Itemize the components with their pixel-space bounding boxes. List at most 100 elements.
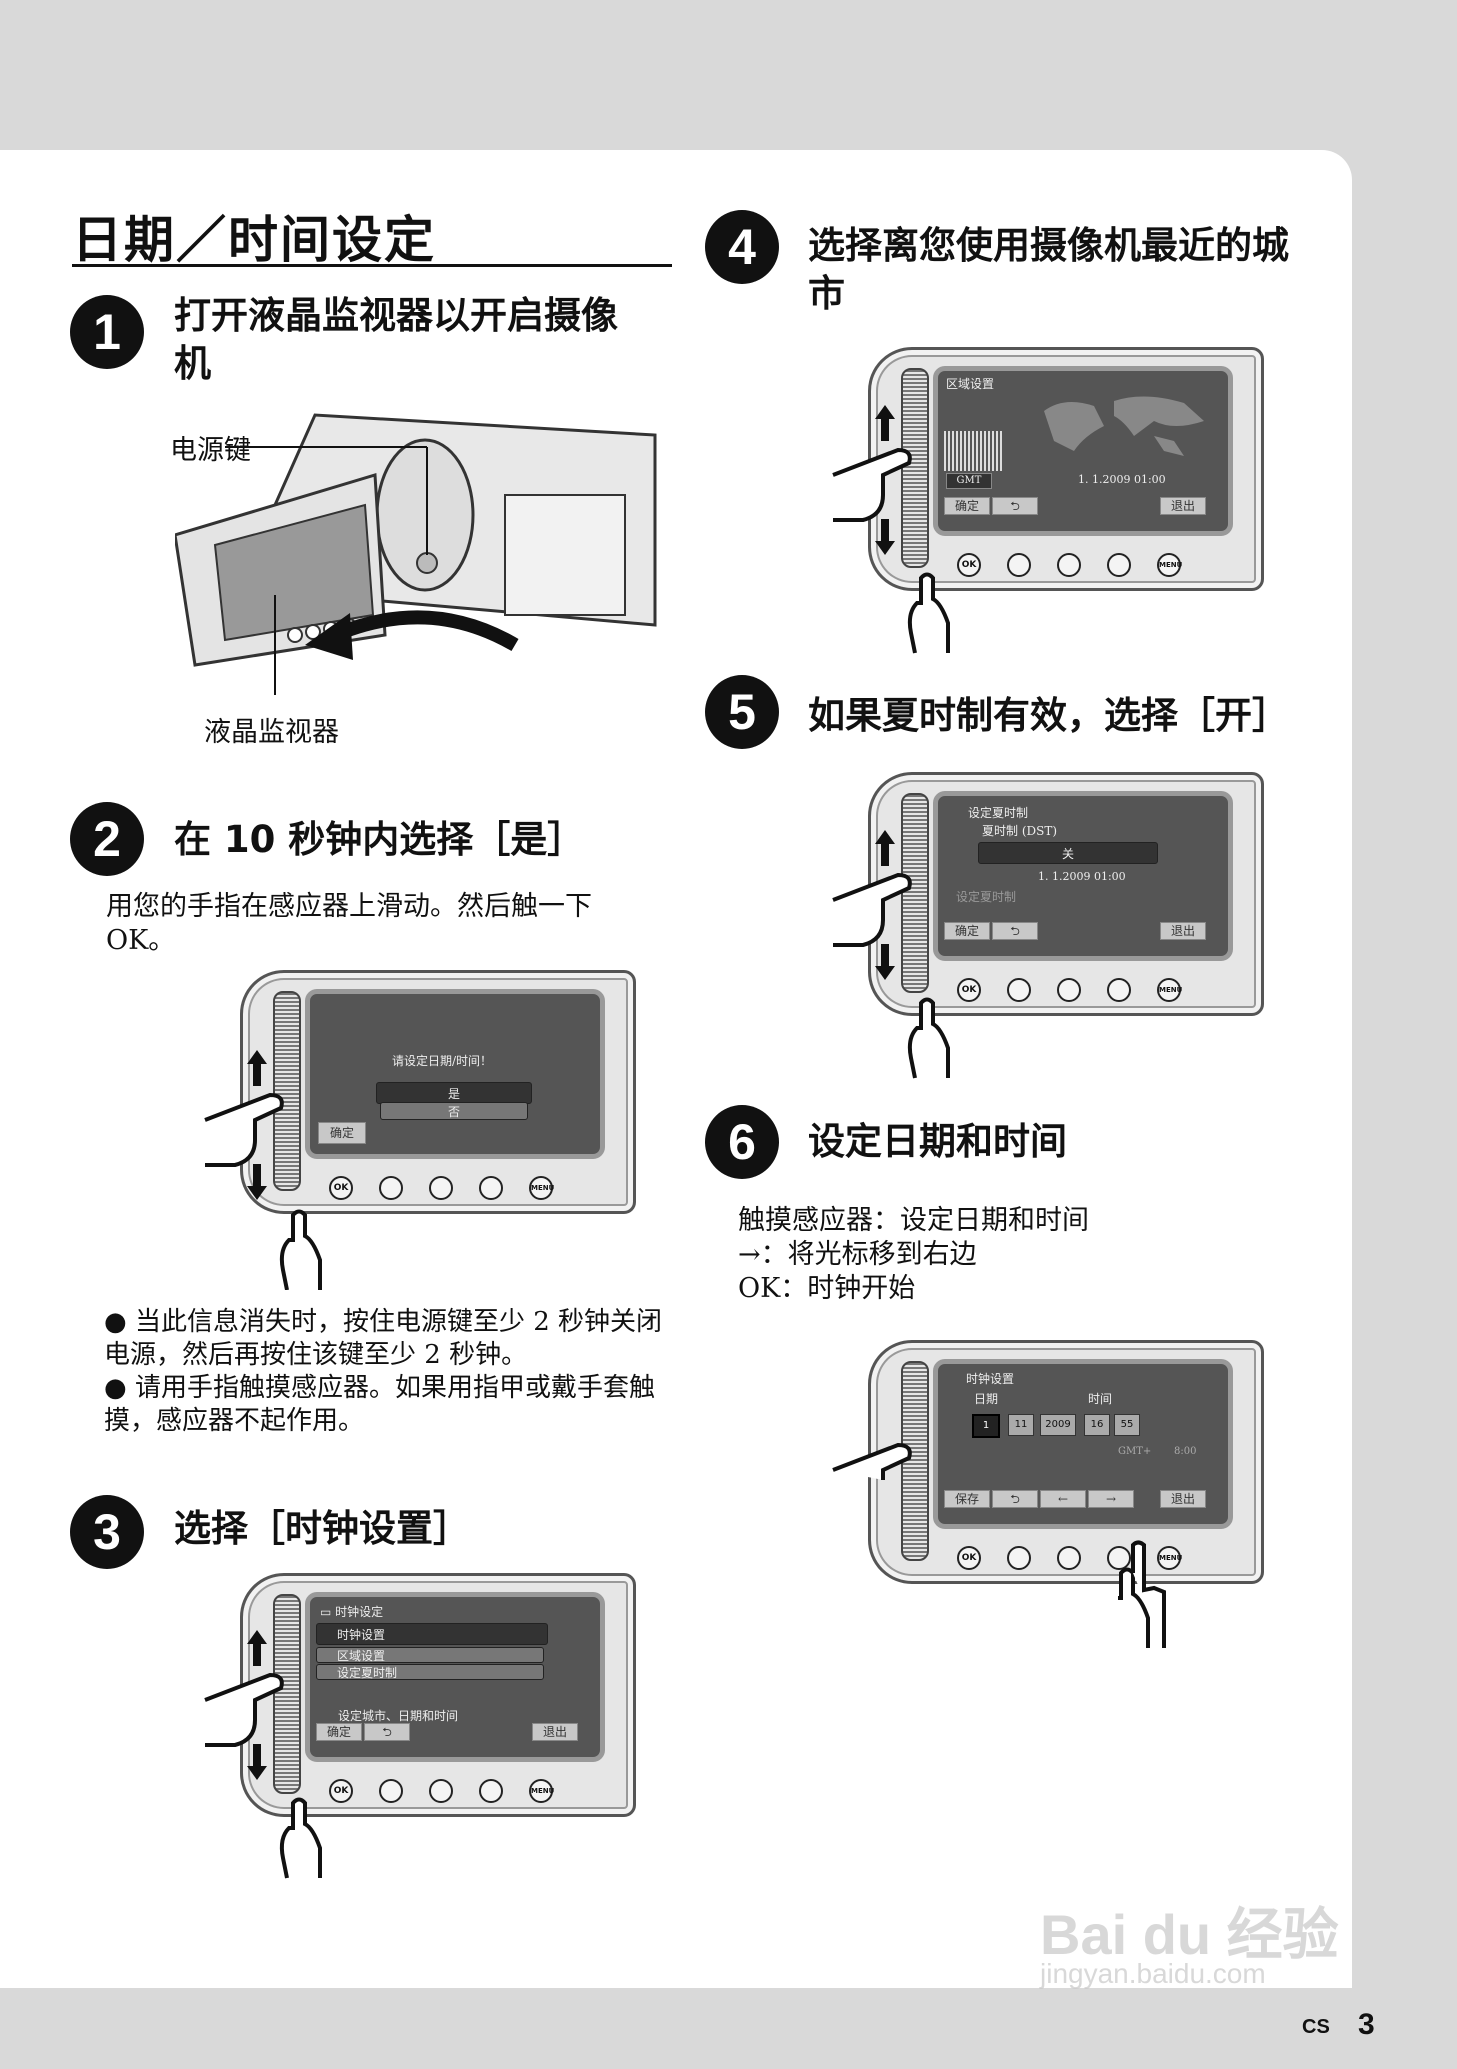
round-button-2[interactable] bbox=[1057, 1546, 1081, 1570]
step-6-line-3: OK：时钟开始 bbox=[738, 1273, 916, 1304]
menu-item-area[interactable]: 区域设置 bbox=[316, 1647, 544, 1663]
round-button-2[interactable] bbox=[1057, 553, 1081, 577]
hour-field[interactable]: 16 bbox=[1084, 1414, 1110, 1436]
confirm-button[interactable]: 确定 bbox=[316, 1723, 362, 1741]
step-1-number: 1 bbox=[70, 295, 144, 369]
year-field[interactable]: 2009 bbox=[1040, 1414, 1076, 1436]
back-icon[interactable]: ⮌ bbox=[992, 1490, 1038, 1508]
watermark-logo: Bai du 经验 bbox=[1040, 1903, 1339, 1966]
round-button-2[interactable] bbox=[429, 1176, 453, 1200]
arrow-left-icon[interactable]: ← bbox=[1040, 1490, 1086, 1508]
gmt-label: GMT bbox=[946, 473, 992, 489]
title-rule bbox=[72, 264, 672, 267]
step-1-title: 打开液晶监视器以开启摄像机 bbox=[174, 294, 618, 385]
no-option[interactable]: 否 bbox=[380, 1102, 528, 1120]
device-panel-3: ▭ 时钟设定 时钟设置 区域设置 设定夏时制 设定城市、日期和时间 确定 ⮌ 退… bbox=[240, 1573, 636, 1817]
step-2-number: 2 bbox=[70, 802, 144, 876]
step-6-line-1: 触摸感应器：设定日期和时间 bbox=[738, 1205, 1089, 1236]
page-title: 日期／时间设定 bbox=[72, 211, 436, 269]
round-button-3[interactable] bbox=[479, 1176, 503, 1200]
menu-button[interactable]: MENU bbox=[529, 1779, 554, 1803]
confirm-button[interactable]: 确定 bbox=[944, 922, 990, 940]
lcd-screen-3: ▭ 时钟设定 时钟设置 区域设置 设定夏时制 设定城市、日期和时间 确定 ⮌ 退… bbox=[305, 1592, 605, 1762]
back-icon[interactable]: ⮌ bbox=[992, 497, 1038, 515]
round-button-3[interactable] bbox=[1107, 553, 1131, 577]
round-button-1[interactable] bbox=[1007, 1546, 1031, 1570]
touch-sensor[interactable] bbox=[901, 793, 929, 993]
step-6-title: 设定日期和时间 bbox=[808, 1120, 1067, 1163]
device-panel-2: 请设定日期/时间！ 是 否 确定 OK MENU bbox=[240, 970, 636, 1214]
lcd-screen-5: 设定夏时制 夏时制 (DST) 关 1. 1.2009 01:00 设定夏时制 … bbox=[933, 791, 1233, 961]
step-6-line-2: →：将光标移到右边 bbox=[738, 1239, 977, 1270]
back-icon[interactable]: ⮌ bbox=[992, 922, 1038, 940]
world-map-icon bbox=[1044, 396, 1204, 456]
page-number: 3 bbox=[1358, 2008, 1375, 2041]
ok-button[interactable]: OK bbox=[329, 1176, 353, 1200]
yes-option[interactable]: 是 bbox=[376, 1082, 532, 1104]
clock-settings-header: ▭ 时钟设定 bbox=[320, 1605, 384, 1619]
step-4-title: 选择离您使用摄像机最近的城市 bbox=[808, 224, 1289, 315]
hint-text: 设定城市、日期和时间 bbox=[338, 1709, 459, 1723]
menu-button[interactable]: MENU bbox=[1157, 1546, 1182, 1570]
round-button-2[interactable] bbox=[1057, 978, 1081, 1002]
arrow-right-icon[interactable]: → bbox=[1088, 1490, 1134, 1508]
round-button-1[interactable] bbox=[1007, 978, 1031, 1002]
bullet-1: ● 当此信息消失时，按住电源键至少 2 秒钟关闭电源，然后再按住该键至少 2 秒… bbox=[104, 1307, 663, 1370]
back-icon[interactable]: ⮌ bbox=[364, 1723, 410, 1741]
ok-button[interactable]: OK bbox=[329, 1779, 353, 1803]
round-button-3[interactable] bbox=[479, 1779, 503, 1803]
month-field[interactable]: 11 bbox=[1008, 1414, 1034, 1436]
datetime-message: 请设定日期/时间！ bbox=[392, 1054, 493, 1068]
dst-sublabel: 夏时制 (DST) bbox=[982, 824, 1058, 838]
step-4-number: 4 bbox=[705, 210, 779, 284]
page-lang: CS bbox=[1302, 2016, 1330, 2038]
day-field[interactable]: 1 bbox=[972, 1414, 1000, 1438]
finger-hand-icon bbox=[832, 830, 950, 1079]
dst-value-selector[interactable]: 关 bbox=[978, 842, 1158, 864]
menu-button[interactable]: MENU bbox=[1157, 553, 1182, 577]
touch-sensor[interactable] bbox=[273, 1594, 301, 1794]
ok-button[interactable]: OK bbox=[957, 1546, 981, 1570]
menu-button[interactable]: MENU bbox=[1157, 978, 1182, 1002]
power-key-label: 电源键 bbox=[170, 435, 251, 466]
round-button-1[interactable] bbox=[379, 1176, 403, 1200]
finger-hand-icon bbox=[832, 405, 950, 654]
round-button-1[interactable] bbox=[1007, 553, 1031, 577]
exit-button[interactable]: 退出 bbox=[1160, 1490, 1206, 1508]
dst-header: 设定夏时制 bbox=[968, 806, 1029, 820]
city-list-icon bbox=[944, 431, 1004, 471]
finger-hand-icon bbox=[204, 1630, 322, 1879]
round-button-3[interactable] bbox=[1107, 1546, 1131, 1570]
exit-button[interactable]: 退出 bbox=[532, 1723, 578, 1741]
date-label: 日期 bbox=[974, 1392, 999, 1406]
save-button[interactable]: 保存 bbox=[944, 1490, 990, 1508]
confirm-button[interactable]: 确定 bbox=[318, 1122, 366, 1144]
ok-button[interactable]: OK bbox=[957, 978, 981, 1002]
finger-press-icon bbox=[1118, 1540, 1166, 1648]
exit-button[interactable]: 退出 bbox=[1160, 922, 1206, 940]
menu-item-dst[interactable]: 设定夏时制 bbox=[316, 1664, 544, 1680]
lcd-screen-4: 区域设置 GMT 1. 1.2009 01:00 确定 ⮌ 退出 bbox=[933, 366, 1233, 536]
lcd-screen-2: 请设定日期/时间！ 是 否 确定 bbox=[305, 989, 605, 1159]
touch-sensor[interactable] bbox=[273, 991, 301, 1191]
current-datetime: 1. 1.2009 01:00 bbox=[1038, 870, 1126, 883]
finger-hand-icon bbox=[204, 1050, 322, 1290]
round-button-1[interactable] bbox=[379, 1779, 403, 1803]
minute-field[interactable]: 55 bbox=[1114, 1414, 1140, 1436]
step-2-text: 用您的手指在感应器上滑动。然后触一下 OK。 bbox=[106, 891, 592, 956]
device-panel-6: 时钟设置 日期 时间 1 11 2009 16 55 GMT+ 8:00 保存 … bbox=[868, 1340, 1264, 1584]
finger-swipe-icon bbox=[832, 1442, 912, 1480]
area-setting-header: 区域设置 bbox=[946, 377, 995, 391]
watermark-url: jingyan.baidu.com bbox=[1040, 1958, 1266, 1989]
step-3-number: 3 bbox=[70, 1495, 144, 1569]
confirm-button[interactable]: 确定 bbox=[944, 497, 990, 515]
menu-item-clock[interactable]: 时钟设置 bbox=[316, 1623, 548, 1645]
ok-button[interactable]: OK bbox=[957, 553, 981, 577]
round-button-3[interactable] bbox=[1107, 978, 1131, 1002]
step-3-title: 选择［时钟设置］ bbox=[174, 1507, 470, 1550]
menu-button[interactable]: MENU bbox=[529, 1176, 554, 1200]
bullet-2: ● 请用手指触摸感应器。如果用指甲或戴手套触摸，感应器不起作用。 bbox=[104, 1373, 655, 1436]
round-button-2[interactable] bbox=[429, 1779, 453, 1803]
device-panel-5: 设定夏时制 夏时制 (DST) 关 1. 1.2009 01:00 设定夏时制 … bbox=[868, 772, 1264, 1016]
exit-button[interactable]: 退出 bbox=[1160, 497, 1206, 515]
